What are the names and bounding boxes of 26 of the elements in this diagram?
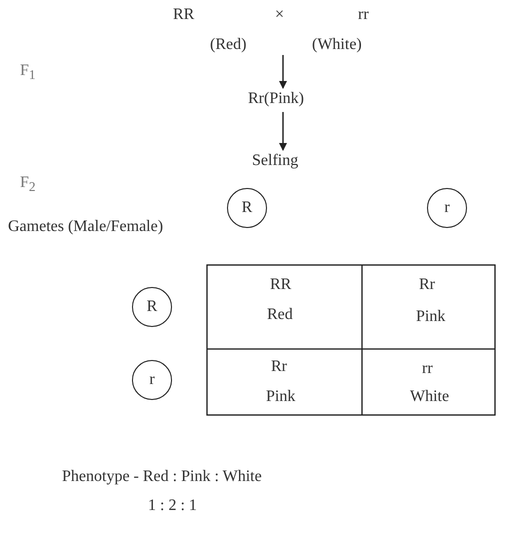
- ratio-numbers: 1 : 2 : 1: [148, 497, 197, 515]
- generation-label: F$_{2}$: [20, 174, 36, 196]
- phenotype-ratio-text: Phenotype - Red : Pink : White: [62, 468, 262, 486]
- generation-text: Rr(Pink): [248, 90, 304, 108]
- generation-text: Selfing: [252, 152, 298, 170]
- genotype-text: RR: [270, 276, 292, 294]
- phenotype-text: Red: [267, 306, 293, 324]
- phenotype-text: (White): [312, 36, 362, 54]
- generation-label: F$_{1}$: [20, 62, 36, 84]
- arrow: [279, 112, 287, 151]
- phenotype-text: Pink: [266, 388, 296, 406]
- gamete-circle: r: [427, 188, 467, 228]
- phenotype-text: Pink: [416, 308, 446, 326]
- genotype-text: rr: [422, 360, 433, 378]
- phenotype-text: White: [410, 388, 450, 406]
- genotype-text: Rr: [419, 276, 435, 294]
- phenotype-text: (Red): [210, 36, 246, 54]
- gamete-circle: R: [227, 188, 267, 228]
- gamete-circle: r: [132, 360, 172, 400]
- gametes-label: Gametes (Male/Female): [8, 218, 164, 236]
- arrow: [279, 55, 287, 89]
- gamete-circle: R: [132, 287, 172, 327]
- genotype-text: rr: [358, 6, 369, 24]
- cross-sign: ×: [275, 6, 284, 24]
- genotype-text: RR: [173, 6, 194, 24]
- genotype-text: Rr: [271, 358, 287, 376]
